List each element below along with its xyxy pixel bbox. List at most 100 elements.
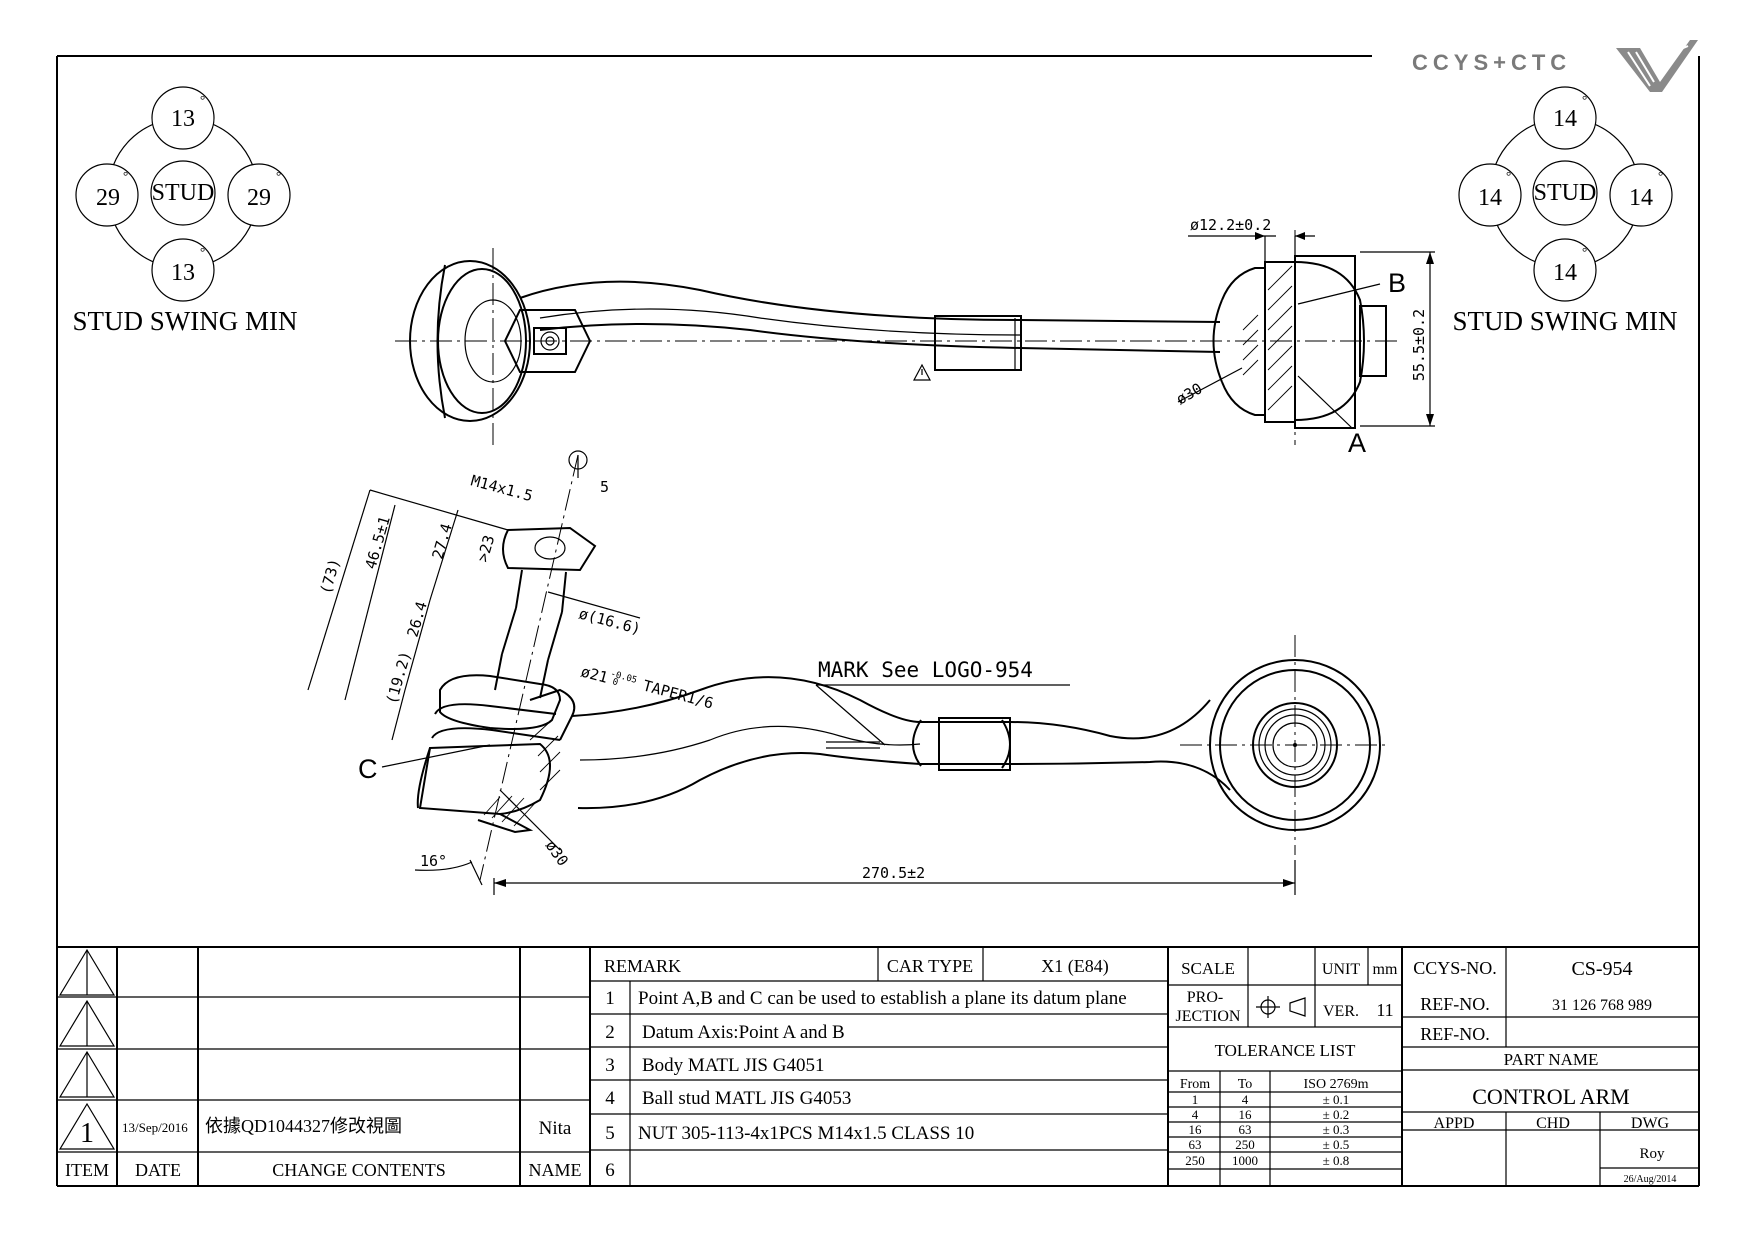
swing-right-deg-bottom: ° [1582,244,1587,259]
projection-label-1: PRO- [1187,989,1223,1006]
remark-text-1: Point A,B and C can be used to establish… [638,988,1127,1009]
ccys-no-value: CS-954 [1571,958,1632,980]
swing-right-deg-left: ° [1506,168,1511,183]
tol-header-to: To [1238,1077,1253,1092]
remarks-table: REMARK CAR TYPE X1 (E84) 1 Point A,B and… [604,956,1127,1181]
tol-to-5: 1000 [1232,1153,1258,1168]
dwg-label: DWG [1631,1115,1670,1132]
dim-bore-30: ø30 [1173,379,1205,408]
revision-triangle-icon [58,1050,116,1098]
tol-val-5: ± 0.8 [1323,1153,1350,1168]
ccys-no-label: CCYS-NO. [1413,958,1497,978]
revision-triangle-icon [58,1102,116,1150]
tol-from-4: 63 [1189,1137,1202,1152]
side-view-drawing: MARK See LOGO-954 (73) 46.5±1 27.4 >23 2… [307,450,1390,895]
remark-no-1: 1 [605,988,615,1009]
warning-triangle-icon [913,363,931,381]
swing-left-deg-top: ° [200,92,205,107]
car-type-label: CAR TYPE [887,956,973,976]
remark-no-4: 4 [605,1088,615,1109]
part-name-value: CONTROL ARM [1472,1084,1629,1109]
dim-taper-tol2: 0 [611,677,619,688]
revision-contents: 依據QD1044327修改視圖 [205,1116,402,1136]
swing-left-deg-right: ° [276,168,281,183]
revision-date: 13/Sep/2016 [122,1120,188,1135]
swing-left-left: 29 [96,185,120,211]
swing-left-top: 13 [171,106,195,132]
ver-value: 11 [1376,1000,1393,1020]
swing-right-left: 14 [1478,185,1502,211]
tol-from-3: 16 [1189,1122,1203,1137]
appd-label: APPD [1434,1115,1475,1132]
tol-to-4: 250 [1235,1137,1255,1152]
header-date: DATE [135,1160,181,1180]
third-angle-projection-icon [1256,996,1306,1018]
dim-diameter-12: ø12.2±0.2 [1190,216,1271,234]
swing-left-bottom: 13 [171,260,195,286]
unit-label: UNIT [1322,961,1360,978]
swing-right-deg-top: ° [1582,92,1587,107]
specs-table: SCALE UNIT mm PRO- JECTION VER. 11 TOLER… [1176,959,1398,1168]
dim-length: 270.5±2 [862,864,925,882]
tol-val-4: ± 0.5 [1323,1137,1350,1152]
remark-no-6: 6 [605,1160,615,1181]
revision-item: 1 [80,1118,94,1149]
revision-triangle-icon [58,948,116,996]
revision-name: Nita [539,1118,572,1139]
swing-left-right: 29 [247,185,271,211]
tol-to-3: 63 [1239,1122,1252,1137]
tolerance-title: TOLERANCE LIST [1215,1041,1356,1060]
remark-text-3: Body MATL JIS G4051 [642,1055,824,1076]
dwg-value: Roy [1639,1146,1665,1162]
ref-no-label: REF-NO. [1420,994,1490,1014]
remark-no-2: 2 [605,1022,615,1043]
dim-angle: 16° [420,852,447,870]
tol-header-from: From [1180,1077,1210,1092]
scale-label: SCALE [1181,959,1235,978]
dwg-date: 26/Aug/2014 [1624,1174,1677,1185]
revision-table: 1 13/Sep/2016 依據QD1044327修改視圖 Nita ITEM … [65,1116,582,1180]
projection-label-2: JECTION [1176,1008,1241,1025]
mark-note: MARK See LOGO-954 [818,658,1033,682]
tol-from-2: 4 [1192,1107,1199,1122]
tol-val-3: ± 0.3 [1323,1122,1350,1137]
tol-from-1: 1 [1192,1092,1199,1107]
swing-right-deg-right: ° [1658,168,1663,183]
title-block-frame [57,946,1699,1186]
title-block: CCYS-NO. CS-954 REF-NO. 31 126 768 989 R… [1413,958,1676,1185]
car-type-value: X1 (E84) [1041,956,1108,977]
dim-26: 26.4 [404,599,431,639]
stud-swing-diagram-left: STUD 13 13 29 29 ° ° ° ° STUD SWING MIN [73,86,298,336]
swing-left-caption: STUD SWING MIN [73,306,298,336]
sheet-border [56,55,1700,1187]
dim-taper: ø21 [579,662,610,686]
top-view-drawing: ø12.2±0.2 55.5±0.2 ø30 B A [395,216,1435,458]
tol-val-2: ± 0.2 [1323,1107,1350,1122]
remark-text-2: Datum Axis:Point A and B [642,1022,845,1043]
dim-slot: 5 [600,478,609,496]
logo-text: CCYS+CTC [1412,50,1571,75]
dim-thread: M14x1.5 [469,471,535,505]
remark-text-5: NUT 305-113-4x1PCS M14x1.5 CLASS 10 [638,1123,974,1144]
remark-no-5: 5 [605,1123,615,1144]
dim-46: 46.5±1 [362,514,394,571]
swing-right-right: 14 [1629,185,1653,211]
tol-to-2: 16 [1239,1107,1253,1122]
remark-label: REMARK [604,956,681,976]
ver-label: VER. [1323,1003,1359,1020]
stud-swing-diagram-right: STUD 14 14 14 14 ° ° ° ° STUD SWING MIN [1453,86,1678,336]
dim-19: (19.2) [383,649,415,706]
housing-hatch [483,719,561,827]
dim-hex-23: >23 [474,533,499,564]
chd-label: CHD [1536,1115,1570,1132]
header-contents: CHANGE CONTENTS [272,1160,446,1180]
point-b-label: B [1388,268,1406,298]
tol-from-5: 250 [1185,1153,1205,1168]
point-c-label: C [358,754,378,784]
swing-left-deg-left: ° [123,168,128,183]
remark-text-4: Ball stud MATL JIS G4053 [642,1088,851,1109]
swing-right-top: 14 [1553,106,1577,132]
header-item: ITEM [65,1160,109,1180]
swing-right-center: STUD [1534,180,1597,206]
